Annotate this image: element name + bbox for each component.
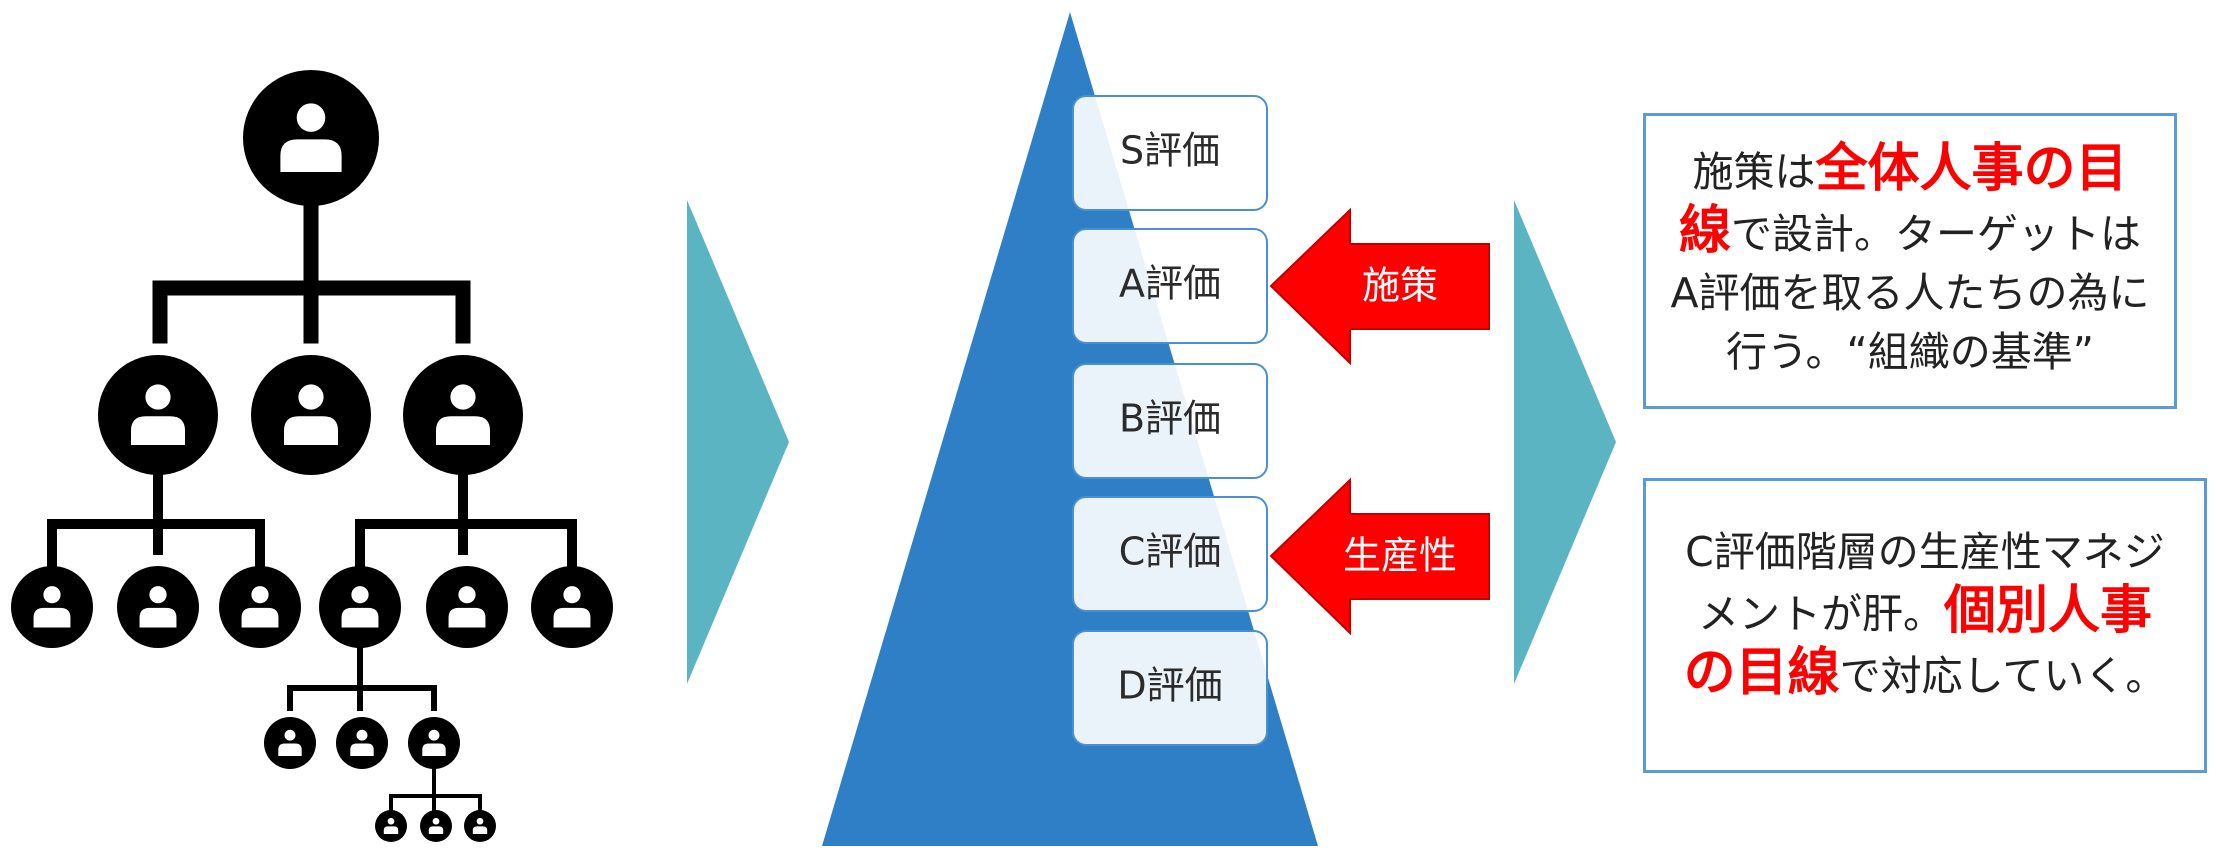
eval-label-s: S評価 (1120, 129, 1220, 173)
desc2-line2-emphasis: 個別人事 (1943, 581, 2152, 641)
org-people (11, 70, 613, 842)
person-icon (251, 355, 371, 475)
desc2-line3-emphasis: の目線 (1683, 643, 1840, 703)
desc2-line2: メントが肝。個別人事 (1646, 582, 2204, 644)
desc1-line1: 施策は全体人事の目 (1646, 140, 2174, 202)
org-connector-level4 (389, 766, 482, 812)
person-icon (464, 810, 496, 842)
org-connector-right (355, 469, 577, 567)
person-icon (403, 355, 523, 475)
person-icon (219, 566, 301, 648)
desc1-line2-text: で設計。ターゲットは (1731, 210, 2141, 258)
desc1-line2: 線で設計。ターゲットは (1646, 202, 2174, 264)
eval-label-a: A評価 (1119, 262, 1221, 306)
policy-arrow: 施策 (1269, 207, 1490, 366)
org-connector-level3 (287, 647, 437, 711)
desc1-line4: 行う。“組織の基準” (1725, 328, 2095, 376)
desc2-line3-text: で対応していく。 (1839, 652, 2167, 700)
eval-label-c: C評価 (1119, 530, 1222, 574)
desc2-line1: C評価階層の生産性マネジ (1685, 528, 2165, 576)
person-icon (531, 566, 613, 648)
eval-box-s: S評価 (1072, 95, 1268, 211)
eval-box-d: D評価 (1072, 630, 1268, 746)
org-connector-left (47, 469, 265, 567)
person-icon (11, 566, 93, 648)
eval-box-a: A評価 (1072, 228, 1268, 344)
productivity-arrow-label: 生産性 (1343, 534, 1457, 578)
chevron-right (1514, 200, 1616, 684)
person-icon (319, 566, 401, 648)
person-icon (243, 70, 379, 206)
person-icon (426, 566, 508, 648)
productivity-description-box: C評価階層の生産性マネジ メントが肝。個別人事 の目線で対応していく。 (1643, 478, 2207, 773)
eval-label-d: D評価 (1117, 664, 1222, 708)
desc1-line3: A評価を取る人たちの為に (1670, 269, 2150, 317)
desc2-line2-text: メントが肝。 (1697, 590, 1944, 638)
chevron-left (687, 200, 789, 684)
policy-arrow-label: 施策 (1362, 264, 1438, 308)
person-icon (336, 717, 388, 769)
person-icon (375, 810, 407, 842)
org-connector-level1 (152, 188, 471, 344)
person-icon (117, 566, 199, 648)
person-icon (408, 717, 460, 769)
desc1-line1-text: 施策は (1692, 148, 1816, 196)
person-icon (264, 717, 316, 769)
person-icon (420, 810, 452, 842)
desc1-line1-emphasis: 全体人事の目 (1815, 139, 2128, 199)
eval-box-c: C評価 (1072, 496, 1268, 612)
policy-description-box: 施策は全体人事の目 線で設計。ターゲットは A評価を取る人たちの為に 行う。“組… (1643, 113, 2177, 409)
org-chart (47, 188, 577, 812)
eval-label-b: B評価 (1119, 397, 1221, 441)
eval-box-b: B評価 (1072, 363, 1268, 479)
person-icon (98, 355, 218, 475)
productivity-arrow: 生産性 (1269, 477, 1490, 636)
desc2-line3: の目線で対応していく。 (1646, 644, 2204, 706)
evaluation-levels: S評価 A評価 B評価 C評価 D評価 (1072, 95, 1268, 746)
desc1-line2-emphasis: 線 (1678, 201, 1731, 261)
